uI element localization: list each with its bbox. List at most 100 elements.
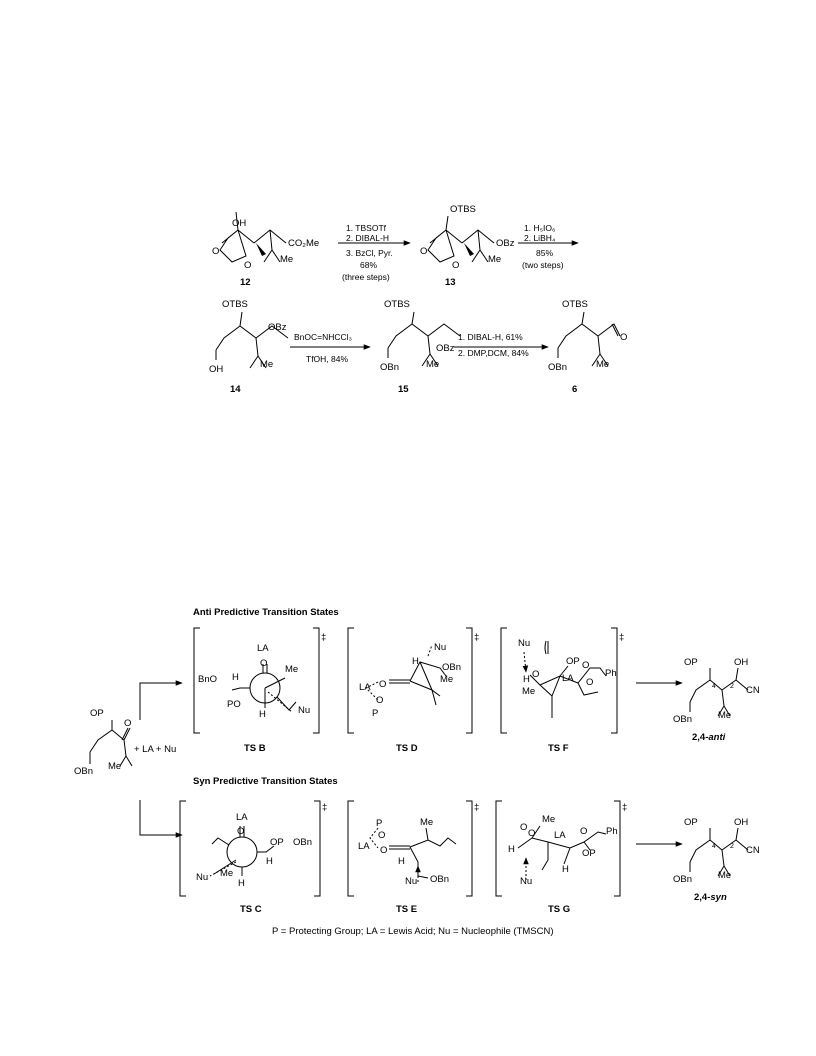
ts-g-h2: H (562, 864, 569, 875)
syn-locant-2: 2 (730, 843, 734, 850)
ts-e-dagger: ‡ (474, 802, 479, 813)
ts-f-label: TS F (548, 743, 569, 754)
c13-otbs-label: OTBS (450, 204, 476, 215)
ts-f-op: OP (566, 656, 580, 667)
anti-product-label: 2,4-anti (692, 732, 726, 743)
ts-f-me: Me (522, 686, 535, 697)
compound-6: OTBS O OBn Me 6 (548, 299, 627, 395)
ts-e-obn: OBn (430, 874, 449, 885)
reaction-arrow-3: BnOC=NHCCl₃ TfOH, 84% (290, 332, 371, 364)
c12-ester-label: CO₂Me (288, 238, 319, 249)
start-o-label: O (124, 718, 131, 729)
starting-aldehyde: OP O OBn Me + LA + Nu (74, 708, 176, 777)
compound-number-13: 13 (445, 277, 456, 288)
syn-op: OP (684, 817, 698, 828)
ts-d-label: TS D (396, 743, 418, 754)
ts-c-o: O (237, 826, 244, 837)
anti-oh: OH (734, 657, 748, 668)
ts-c-nu: Nu (196, 872, 208, 883)
ts-d-o1: O (379, 679, 386, 690)
ts-b-po: PO (227, 699, 241, 710)
ts-f-h: H (523, 674, 530, 685)
c14-obz-label: OBz (268, 322, 287, 333)
anti-heading: Anti Predictive Transition States (193, 607, 339, 618)
ts-b-h2: H (259, 709, 266, 720)
ts-f-ph: Ph (605, 668, 617, 679)
c14-methyl-label: Me (260, 359, 273, 370)
compound-number-6: 6 (572, 384, 577, 395)
anti-me: Me (718, 710, 731, 721)
ts-b-la: LA (257, 643, 269, 654)
ts-f: ‡ Nu O OP Ph LA H Me O O TS F (500, 627, 624, 754)
ts-c-obn: OBn (293, 837, 312, 848)
ts-d: ‡ Nu H OBn Me LA O O P TS D (347, 627, 479, 754)
ts-d-p: P (372, 708, 378, 719)
ts-d-o2: O (376, 695, 383, 706)
c6-obn-label: OBn (548, 362, 567, 373)
start-obn-label: OBn (74, 766, 93, 777)
compound-13: OTBS OBz Me O O 13 (420, 204, 515, 288)
ts-c: ‡ LA O OP OBn Nu Me H H TS C (179, 800, 327, 915)
ts-e-la: LA (358, 841, 370, 852)
c6-otbs-label: OTBS (562, 299, 588, 310)
ts-c-la: LA (236, 812, 248, 823)
ts-g-o1: O (528, 828, 535, 839)
ts-d-nu: Nu (434, 642, 446, 653)
ts-g-nu: Nu (520, 876, 532, 887)
c13-o2-label: O (452, 260, 459, 271)
ts-g-h1: H (508, 844, 515, 855)
ts-g-op: OP (582, 848, 596, 859)
c14-otbs-label: OTBS (222, 299, 248, 310)
ts-c-label: TS C (240, 904, 262, 915)
c15-otbs-label: OTBS (384, 299, 410, 310)
branch-arrow-anti (139, 680, 183, 720)
c6-methyl-label: Me (596, 359, 609, 370)
c12-o1-label: O (212, 246, 219, 257)
ts-e-label: TS E (396, 904, 417, 915)
start-op-label: OP (90, 708, 104, 719)
scheme-1: OH CO₂Me Me O O 12 1. TBSOTf 2. DIBAL-H … (209, 204, 627, 395)
ts-c-dagger: ‡ (322, 802, 327, 813)
syn-cn: CN (746, 845, 760, 856)
ts-d-me: Me (440, 674, 453, 685)
arrow1-step-note: (three steps) (342, 272, 390, 282)
c15-methyl-label: Me (426, 359, 439, 370)
arrow4-condition-1: 1. DIBAL-H, 61% (458, 332, 523, 342)
ts-f-la: LA (562, 673, 574, 684)
ts-g-label: TS G (548, 904, 570, 915)
ts-g-o3: O (520, 822, 527, 833)
ts-e-nu: Nu (405, 876, 417, 887)
arrow1-condition-1: 1. TBSOTf (346, 223, 387, 233)
compound-12: OH CO₂Me Me O O 12 (212, 211, 319, 288)
c6-aldehyde-o-label: O (620, 332, 627, 343)
ts-d-obn: OBn (442, 662, 461, 673)
ts-d-dagger: ‡ (474, 632, 479, 643)
c12-o2-label: O (244, 260, 251, 271)
syn-me: Me (718, 870, 731, 881)
product-2-4-syn: OP OH CN OBn Me 4 2 2,4-syn (673, 817, 760, 903)
ts-g-ph: Ph (606, 826, 618, 837)
reaction-arrow-4: 1. DIBAL-H, 61% 2. DMP,DCM, 84% (454, 332, 549, 358)
anti-locant-4: 4 (712, 683, 716, 690)
ts-f-o2: O (586, 677, 593, 688)
arrow1-condition-3: 3. BzCl, Pyr. (346, 248, 393, 258)
compound-number-14: 14 (230, 384, 241, 395)
product-2-4-anti: OP OH CN OBn Me 4 2 2,4-anti (673, 657, 760, 743)
arrow2-condition-2: 2. LiBH₄ (524, 233, 556, 243)
ts-d-la: LA (359, 682, 371, 693)
ts-e-o1: O (378, 830, 385, 841)
arrow3-reagent: BnOC=NHCCl₃ (294, 332, 352, 342)
syn-locant-4: 4 (712, 843, 716, 850)
reaction-arrow-2: 1. H₅IO₆ 2. LiBH₄ 85% (two steps) (518, 223, 579, 270)
scheme-2: Anti Predictive Transition States Syn Pr… (74, 607, 760, 937)
c13-methyl-label: Me (488, 254, 501, 265)
c12-oh-label: OH (232, 218, 246, 229)
arrow4-condition-2: 2. DMP,DCM, 84% (458, 348, 529, 358)
ts-e-h: H (398, 856, 405, 867)
ts-b-me: Me (285, 664, 298, 675)
arrow1-yield: 68% (360, 260, 377, 270)
arrow2-step-note: (two steps) (522, 260, 564, 270)
ts-f-nu: Nu (518, 638, 530, 649)
anti-locant-2: 2 (730, 683, 734, 690)
